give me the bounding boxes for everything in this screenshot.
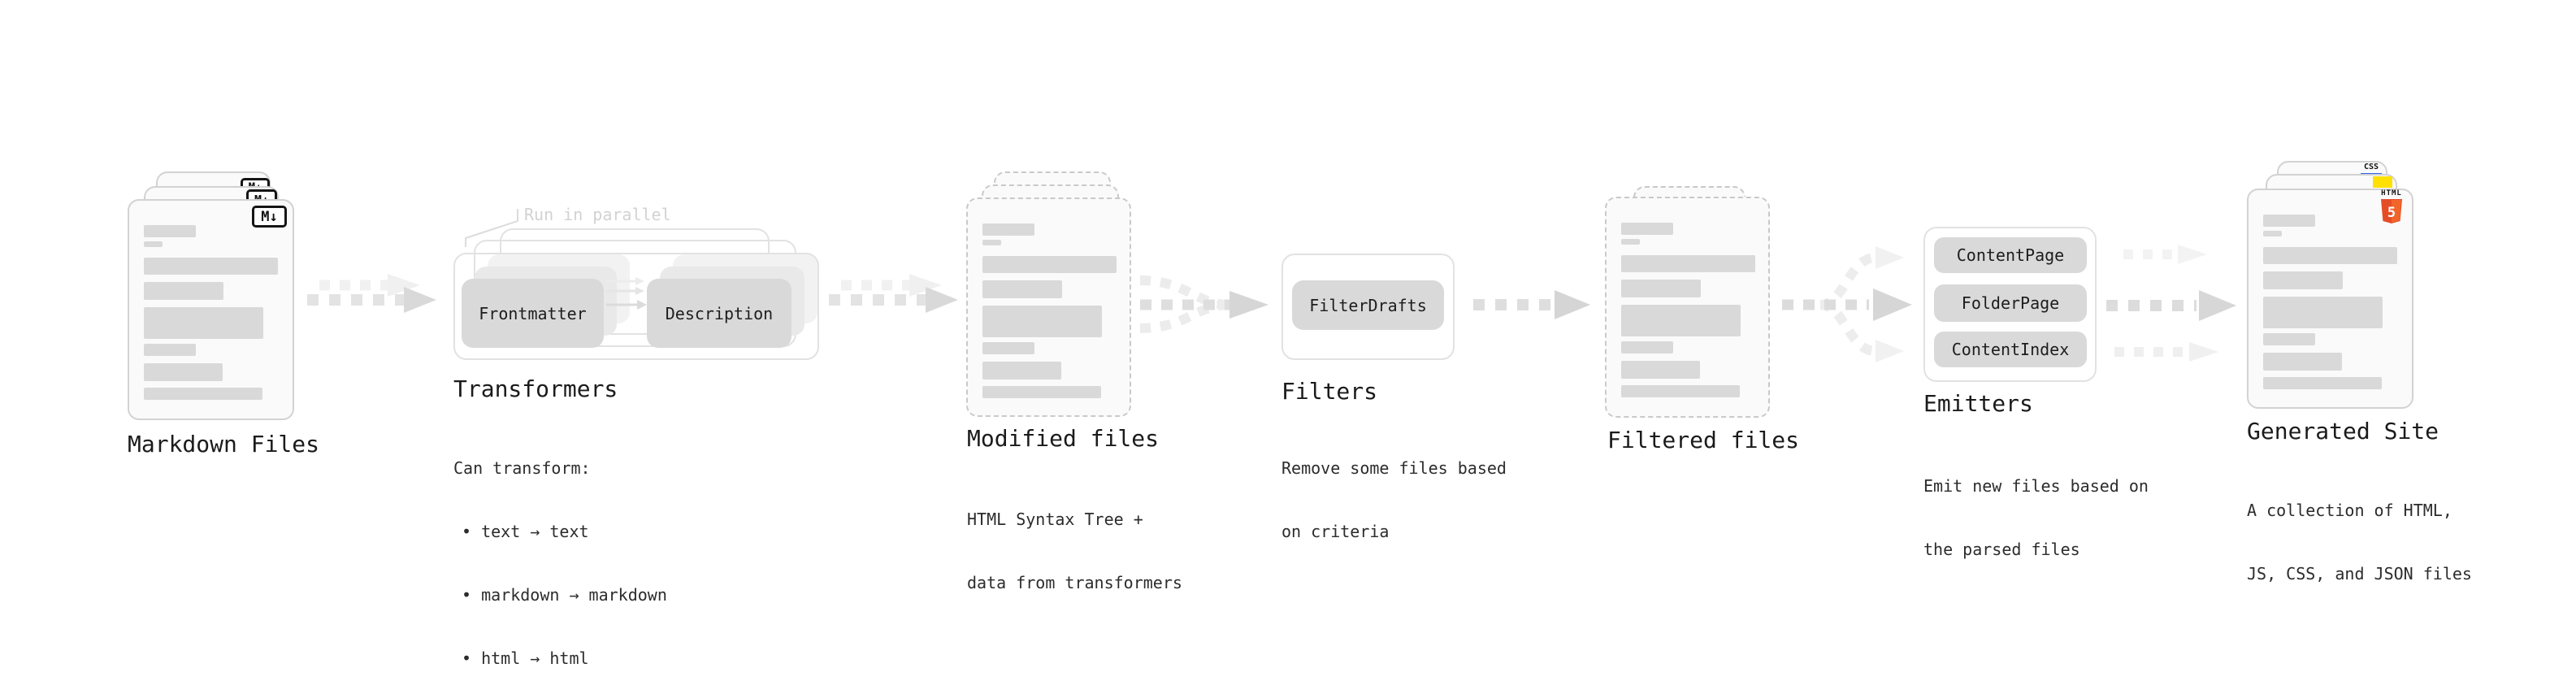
doc-content-bar	[144, 363, 223, 381]
doc-content-bar	[144, 258, 278, 275]
doc-content-bar	[982, 256, 1117, 273]
transform-bullet: • markdown → markdown	[462, 585, 667, 605]
transformers-frame-front	[453, 253, 819, 360]
doc-content-bar	[144, 307, 263, 339]
javascript-icon	[2373, 176, 2392, 188]
stage-title-transformers: Transformers	[453, 375, 618, 402]
desc-line: data from transformers	[967, 573, 1182, 592]
stage-title-emitters: Emitters	[1923, 390, 2033, 417]
document-card-front	[128, 199, 294, 420]
document-card-front	[1605, 197, 1770, 418]
doc-content-bar	[2263, 333, 2315, 345]
html5-shield: 5	[2381, 199, 2402, 223]
doc-content-bar	[144, 241, 163, 247]
emitter-node-contentindex: ContentIndex	[1934, 332, 2087, 367]
doc-content-bar	[2263, 297, 2383, 328]
emitter-node-folderpage: FolderPage	[1934, 284, 2087, 322]
doc-content-bar	[982, 306, 1102, 337]
html5-icon-label: HTML	[2381, 189, 2402, 197]
desc-line: HTML Syntax Tree +	[967, 510, 1143, 529]
generated-site-description: A collection of HTML, JS, CSS, and JSON …	[2247, 458, 2472, 627]
parallel-note-leader-line	[465, 209, 518, 247]
doc-content-bar	[982, 342, 1034, 354]
transformer-node-description: Description	[647, 279, 791, 348]
flow-arrows-emitters-to-site	[2106, 245, 2236, 362]
doc-content-bar	[1621, 280, 1701, 297]
doc-content-bar	[982, 240, 1001, 245]
doc-content-bar	[2263, 377, 2382, 389]
doc-content-bar	[982, 223, 1034, 236]
html5-icon: HTML 5	[2378, 190, 2405, 225]
doc-content-bar	[1621, 341, 1673, 354]
css-icon-label: CSS	[2363, 163, 2379, 171]
desc-line: Emit new files based on	[1923, 476, 2149, 496]
parallel-note: Run in parallel	[524, 205, 671, 224]
flow-arrow-fan-in-filters	[1139, 275, 1268, 333]
doc-content-bar	[1621, 305, 1741, 336]
stage-title-filters: Filters	[1281, 378, 1378, 405]
desc-line: on criteria	[1281, 522, 1390, 541]
flow-arrow-markdown-to-transformers	[307, 274, 436, 313]
doc-content-bar	[2263, 231, 2282, 236]
doc-content-bar	[144, 225, 196, 237]
filters-frame	[1281, 254, 1455, 360]
doc-content-bar	[982, 362, 1061, 380]
doc-content-bar	[144, 282, 223, 300]
doc-content-bar	[144, 344, 196, 356]
emitter-node-contentpage: ContentPage	[1934, 237, 2087, 273]
doc-content-bar	[1621, 385, 1740, 397]
doc-content-lines	[1621, 223, 1755, 397]
doc-content-bar	[2263, 271, 2343, 289]
doc-content-bar	[982, 386, 1101, 398]
flow-arrow-transformers-to-modified	[829, 274, 958, 313]
desc-line: JS, CSS, and JSON files	[2247, 564, 2472, 583]
flow-arrow-fan-out-emitters	[1782, 246, 1912, 362]
doc-content-lines	[2263, 215, 2397, 389]
flow-arrow-filters-to-filtered	[1473, 290, 1590, 319]
desc-line: Remove some files based	[1281, 458, 1507, 478]
transformers-description: Can transform: • text → text • markdown …	[453, 415, 667, 681]
filter-node-filterdrafts: FilterDrafts	[1292, 280, 1444, 330]
document-card-front	[966, 197, 1131, 417]
modified-files-description: HTML Syntax Tree + data from transformer…	[967, 466, 1182, 635]
transform-mini-arrows	[606, 277, 647, 310]
emitters-frame	[1923, 227, 2097, 382]
transformer-node-frontmatter: Frontmatter	[462, 279, 604, 348]
doc-content-bar	[1621, 361, 1700, 379]
emitters-description: Emit new files based on the parsed files	[1923, 433, 2149, 602]
doc-content-bar	[1621, 239, 1640, 245]
filters-description: Remove some files based on criteria	[1281, 415, 1507, 584]
doc-content-bar	[982, 280, 1062, 298]
transformers-desc-heading: Can transform:	[453, 458, 591, 478]
doc-content-bar	[1621, 255, 1755, 272]
doc-content-bar	[1621, 223, 1673, 235]
doc-content-bar	[2263, 215, 2315, 227]
stage-title-modified-files: Modified files	[967, 425, 1160, 452]
desc-line: the parsed files	[1923, 540, 2080, 559]
desc-line: A collection of HTML,	[2247, 501, 2452, 520]
doc-content-lines	[982, 223, 1117, 398]
stage-title-filtered-files: Filtered files	[1607, 427, 1800, 453]
document-card-front	[2247, 189, 2413, 409]
stage-title-generated-site: Generated Site	[2247, 418, 2439, 445]
transform-bullet: • text → text	[462, 522, 589, 541]
doc-content-bar	[144, 388, 262, 400]
html5-icon-number: 5	[2387, 205, 2396, 221]
doc-content-lines	[144, 225, 278, 400]
doc-content-bar	[2263, 353, 2342, 371]
stage-title-markdown-files: Markdown Files	[128, 431, 320, 458]
transform-bullet: • html → html	[462, 648, 589, 668]
markdown-icon: M↓	[252, 206, 287, 228]
doc-content-bar	[2263, 247, 2397, 264]
